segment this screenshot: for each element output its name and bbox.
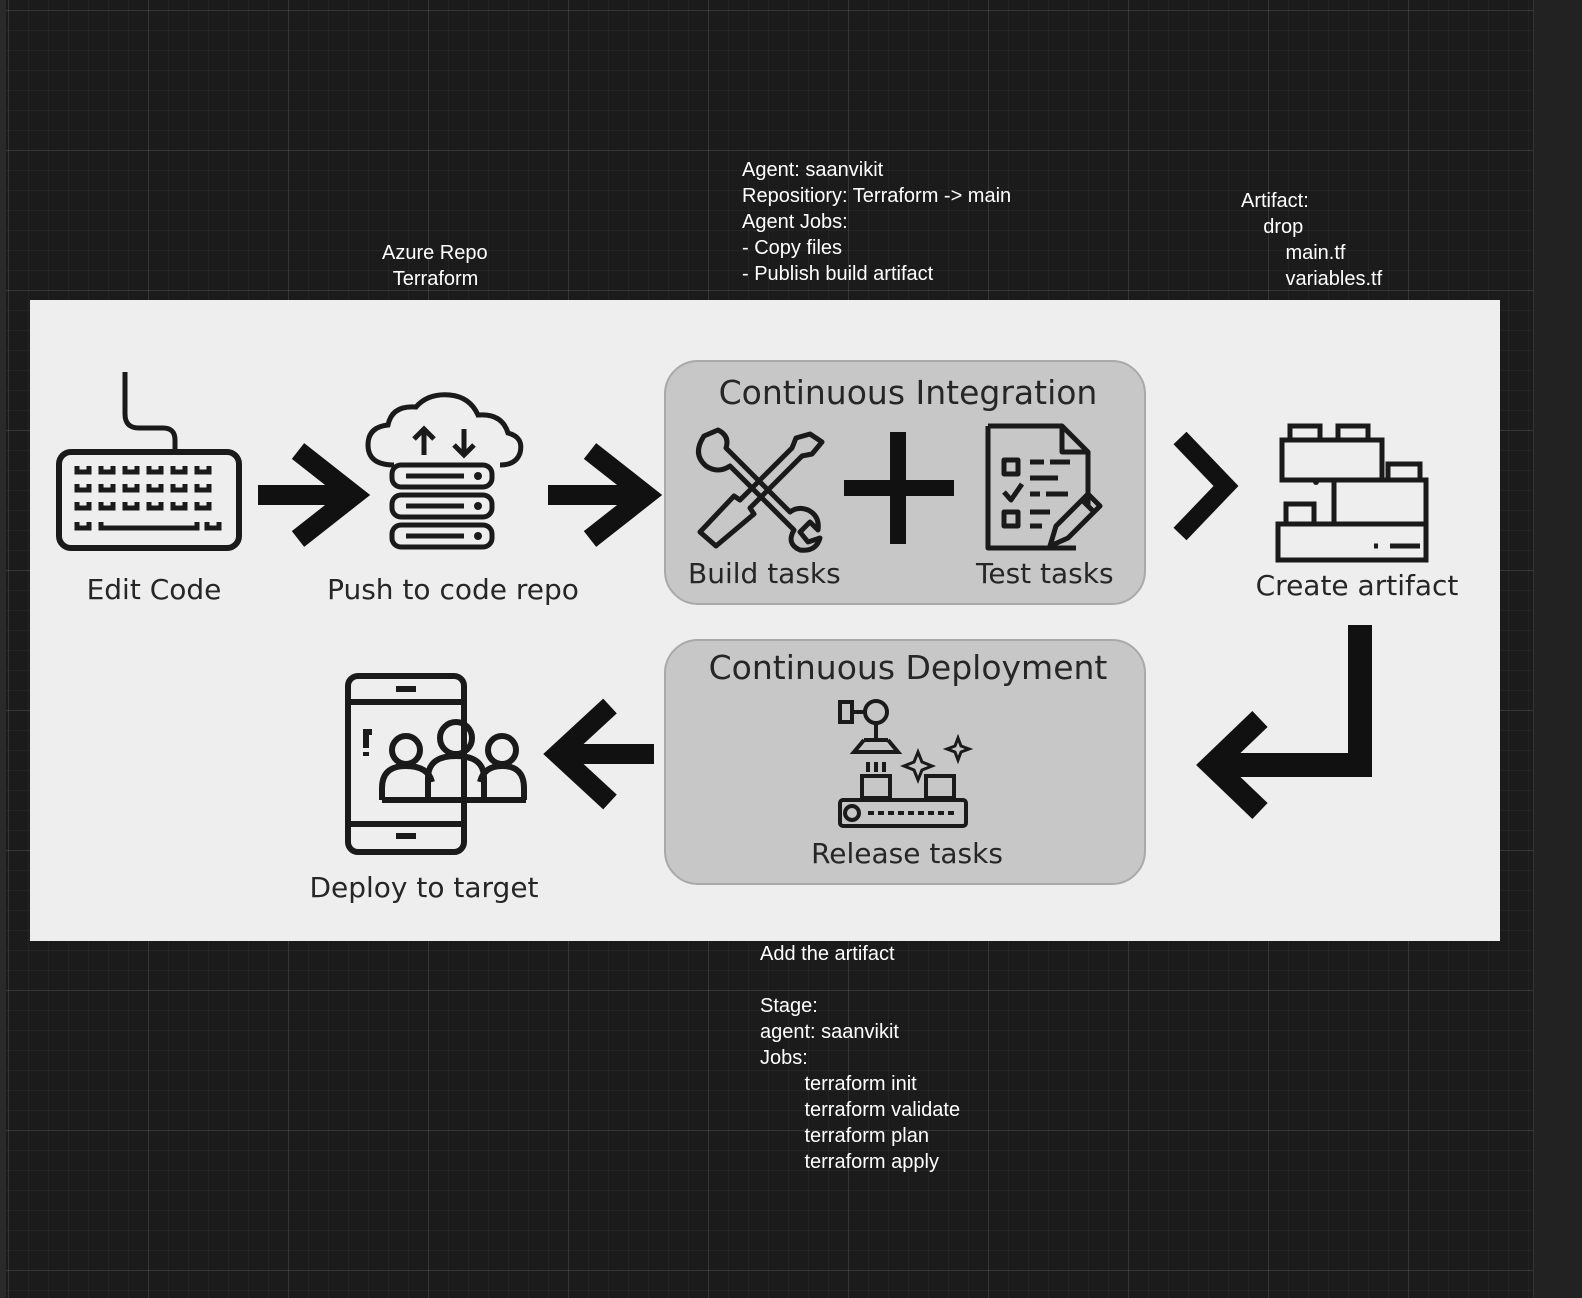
arrow-left-icon [543, 698, 654, 810]
canvas-left-edge [0, 0, 6, 1298]
checklist-icon [985, 423, 1103, 551]
label-test-tasks: Test tasks [976, 557, 1114, 590]
label-release-tasks: Release tasks [811, 837, 1003, 870]
ci-title: Continuous Integration [718, 373, 1098, 412]
keyboard-icon [56, 372, 242, 551]
cd-title: Continuous Deployment [708, 648, 1108, 687]
phone-users-icon [345, 673, 527, 855]
plus-icon [844, 432, 954, 544]
return-arrow-icon [1196, 625, 1372, 819]
blocks-icon [1275, 423, 1429, 563]
label-create-artifact: Create artifact [1255, 569, 1459, 602]
label-build-tasks: Build tasks [688, 557, 841, 590]
label-push-repo: Push to code repo [327, 573, 579, 606]
cd-box [664, 639, 1146, 885]
label-edit-code: Edit Code [86, 573, 222, 606]
cloud-server-icon [365, 392, 524, 550]
tools-icon [696, 427, 825, 553]
robot-arm-conveyor-icon [838, 699, 974, 828]
note-release-stage[interactable]: Add the artifact Stage: agent: saanvikit… [760, 943, 961, 1173]
note-artifact[interactable]: Artifact: drop main.tf variables.tf [1241, 190, 1383, 290]
note-agent-jobs[interactable]: Agent: saanvikit Repositiory: Terraform … [742, 159, 1012, 285]
pipeline-diagram-image[interactable]: Edit Code Push to code repo Continuous I… [30, 300, 1500, 941]
arrow-right-icon [258, 443, 371, 547]
canvas-right-scrollbar[interactable] [1533, 0, 1582, 1298]
label-deploy-target: Deploy to target [309, 871, 539, 904]
arrow-right-icon [548, 443, 663, 547]
note-azure-repo[interactable]: Azure Repo Terraform [382, 242, 488, 290]
chevron-right-icon [1173, 431, 1239, 541]
